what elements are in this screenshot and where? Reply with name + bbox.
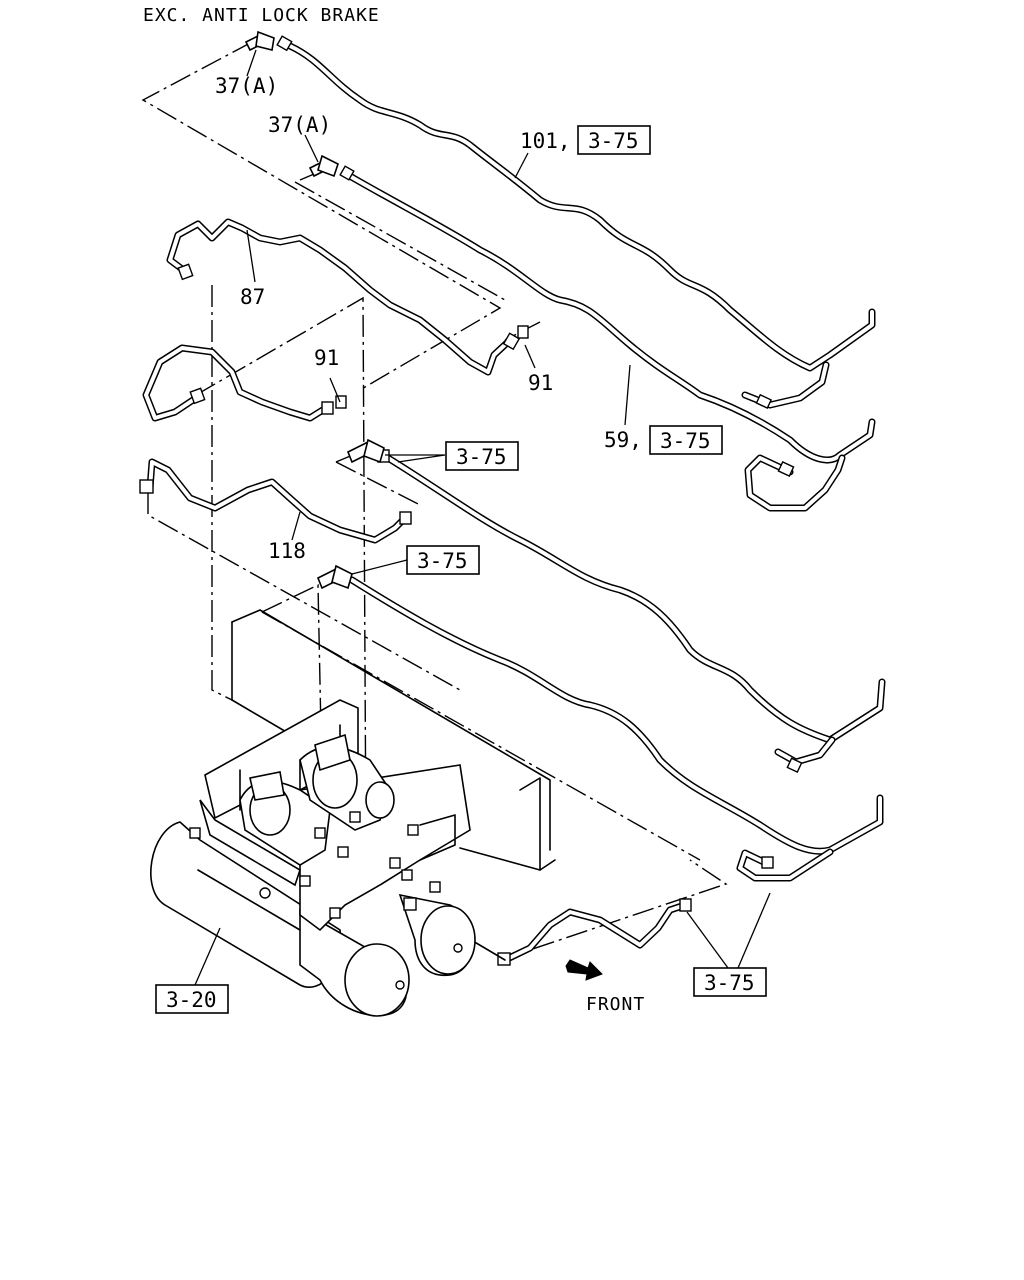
front-direction: FRONT	[565, 959, 645, 1015]
callout-37a-top: 37(A)	[215, 74, 278, 98]
callout-101-ref: 3-75	[588, 129, 639, 153]
pipe-lower	[316, 564, 884, 882]
pipe-118	[139, 458, 412, 544]
leader-lines	[194, 49, 771, 986]
air-tank-small	[398, 893, 476, 977]
callout-59: 59,	[604, 428, 642, 452]
callout-37a-mid: 37(A)	[268, 113, 331, 137]
air-tank-large	[150, 821, 410, 1017]
front-arrow-icon	[565, 959, 603, 981]
pipe-59	[339, 165, 876, 512]
callout-91-left: 91	[314, 346, 339, 370]
callout-91-right: 91	[528, 371, 553, 395]
diagram-title: EXC. ANTI LOCK BRAKE	[143, 5, 380, 26]
pipe-87	[166, 218, 521, 376]
ref-box-tank	[155, 984, 229, 1014]
frame-rail	[231, 609, 556, 871]
pipe-101	[276, 35, 876, 409]
pipe-91	[142, 325, 529, 422]
ref-box-lower	[406, 545, 480, 575]
guide-lines	[141, 41, 728, 961]
ref-box-101	[577, 125, 651, 155]
ref-box-bottom	[693, 967, 767, 997]
pipe-mid	[346, 438, 886, 773]
callout-118: 118	[268, 539, 306, 563]
callout-87: 87	[240, 285, 265, 309]
front-label: FRONT	[586, 994, 645, 1015]
ref-box-59	[649, 425, 723, 455]
callouts: 37(A) 37(A) 101, 3-75 87 91 91 59, 3-75 …	[155, 74, 767, 1014]
valve-bracket	[189, 699, 471, 932]
callout-ref-mid: 3-75	[456, 445, 507, 469]
fitting-37a-top	[244, 30, 275, 52]
callout-ref-lower: 3-75	[417, 549, 468, 573]
callout-ref-bottom: 3-75	[704, 971, 755, 995]
callout-59-ref: 3-75	[660, 429, 711, 453]
ref-box-mid	[445, 441, 519, 471]
callout-ref-tank: 3-20	[166, 988, 217, 1012]
fitting-37a-mid	[308, 154, 339, 178]
callout-101: 101,	[520, 129, 571, 153]
